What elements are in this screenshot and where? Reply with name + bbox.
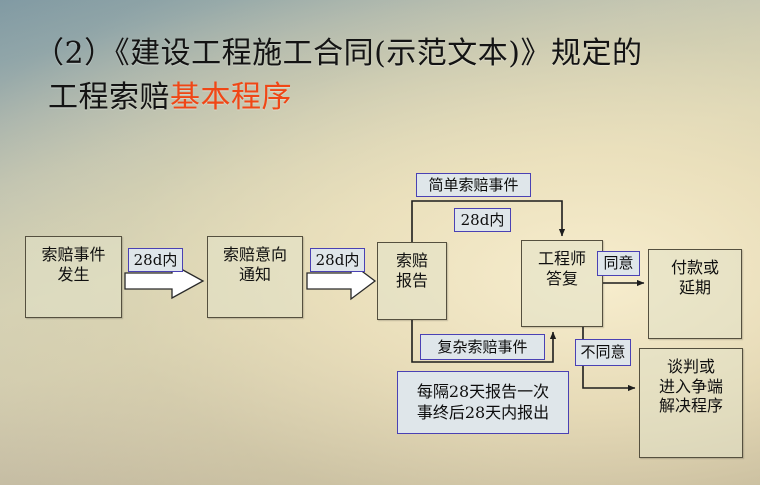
title-line-1: （2）《建设工程施工合同(示范文本)》规定的 (34, 36, 643, 71)
node-claim-report-label: 索赔 报告 (395, 251, 428, 290)
page-title: （2）《建设工程施工合同(示范文本)》规定的 工程索赔基本程序 (34, 32, 734, 119)
node-claim-report[interactable]: 索赔 报告 (377, 242, 447, 320)
chip-disagree-label: 不同意 (580, 343, 626, 361)
chip-complex-claim-event-label: 复杂索赔事件 (437, 337, 528, 356)
chip-agree-label: 同意 (603, 254, 634, 272)
node-engineer-reply-label: 工程师 答复 (537, 249, 586, 288)
title-line-2-accent: 基本程序 (170, 79, 292, 115)
chip-disagree[interactable]: 不同意 (575, 339, 631, 366)
node-payment-or-extension-label: 付款或 延期 (670, 258, 719, 297)
node-claim-event[interactable]: 索赔事件 发生 (25, 236, 122, 318)
chip-agree[interactable]: 同意 (597, 251, 640, 276)
node-claim-intent-notice[interactable]: 索赔意向 通知 (207, 236, 303, 318)
chip-simple-claim-event-label: 简单索赔事件 (428, 175, 519, 194)
node-claim-intent-notice-label: 索赔意向 通知 (222, 245, 287, 284)
chip-simple-claim-event[interactable]: 简单索赔事件 (416, 173, 531, 197)
chip-28d-first-label: 28d内 (133, 250, 178, 269)
chip-28d-second-label: 28d内 (315, 250, 360, 269)
chip-28d-second[interactable]: 28d内 (310, 248, 365, 272)
chip-28d-third[interactable]: 28d内 (454, 208, 511, 232)
node-engineer-reply[interactable]: 工程师 答复 (521, 240, 603, 327)
title-line-2: 工程索赔基本程序 (34, 76, 734, 120)
node-negotiate-or-dispute[interactable]: 谈判或 进入争端 解决程序 (639, 348, 743, 458)
node-payment-or-extension[interactable]: 付款或 延期 (648, 249, 742, 339)
node-claim-event-label: 索赔事件 发生 (41, 245, 106, 284)
chip-28d-first[interactable]: 28d内 (128, 248, 183, 272)
note-reporting-rule[interactable]: 每隔28天报告一次 事终后28天内报出 (397, 371, 569, 434)
node-negotiate-or-dispute-label: 谈判或 进入争端 解决程序 (658, 357, 723, 416)
chip-complex-claim-event[interactable]: 复杂索赔事件 (420, 334, 545, 360)
chip-28d-third-label: 28d内 (460, 210, 505, 229)
note-reporting-rule-label: 每隔28天报告一次 事终后28天内报出 (416, 381, 550, 422)
title-line-2-plain: 工程索赔 (48, 79, 170, 115)
